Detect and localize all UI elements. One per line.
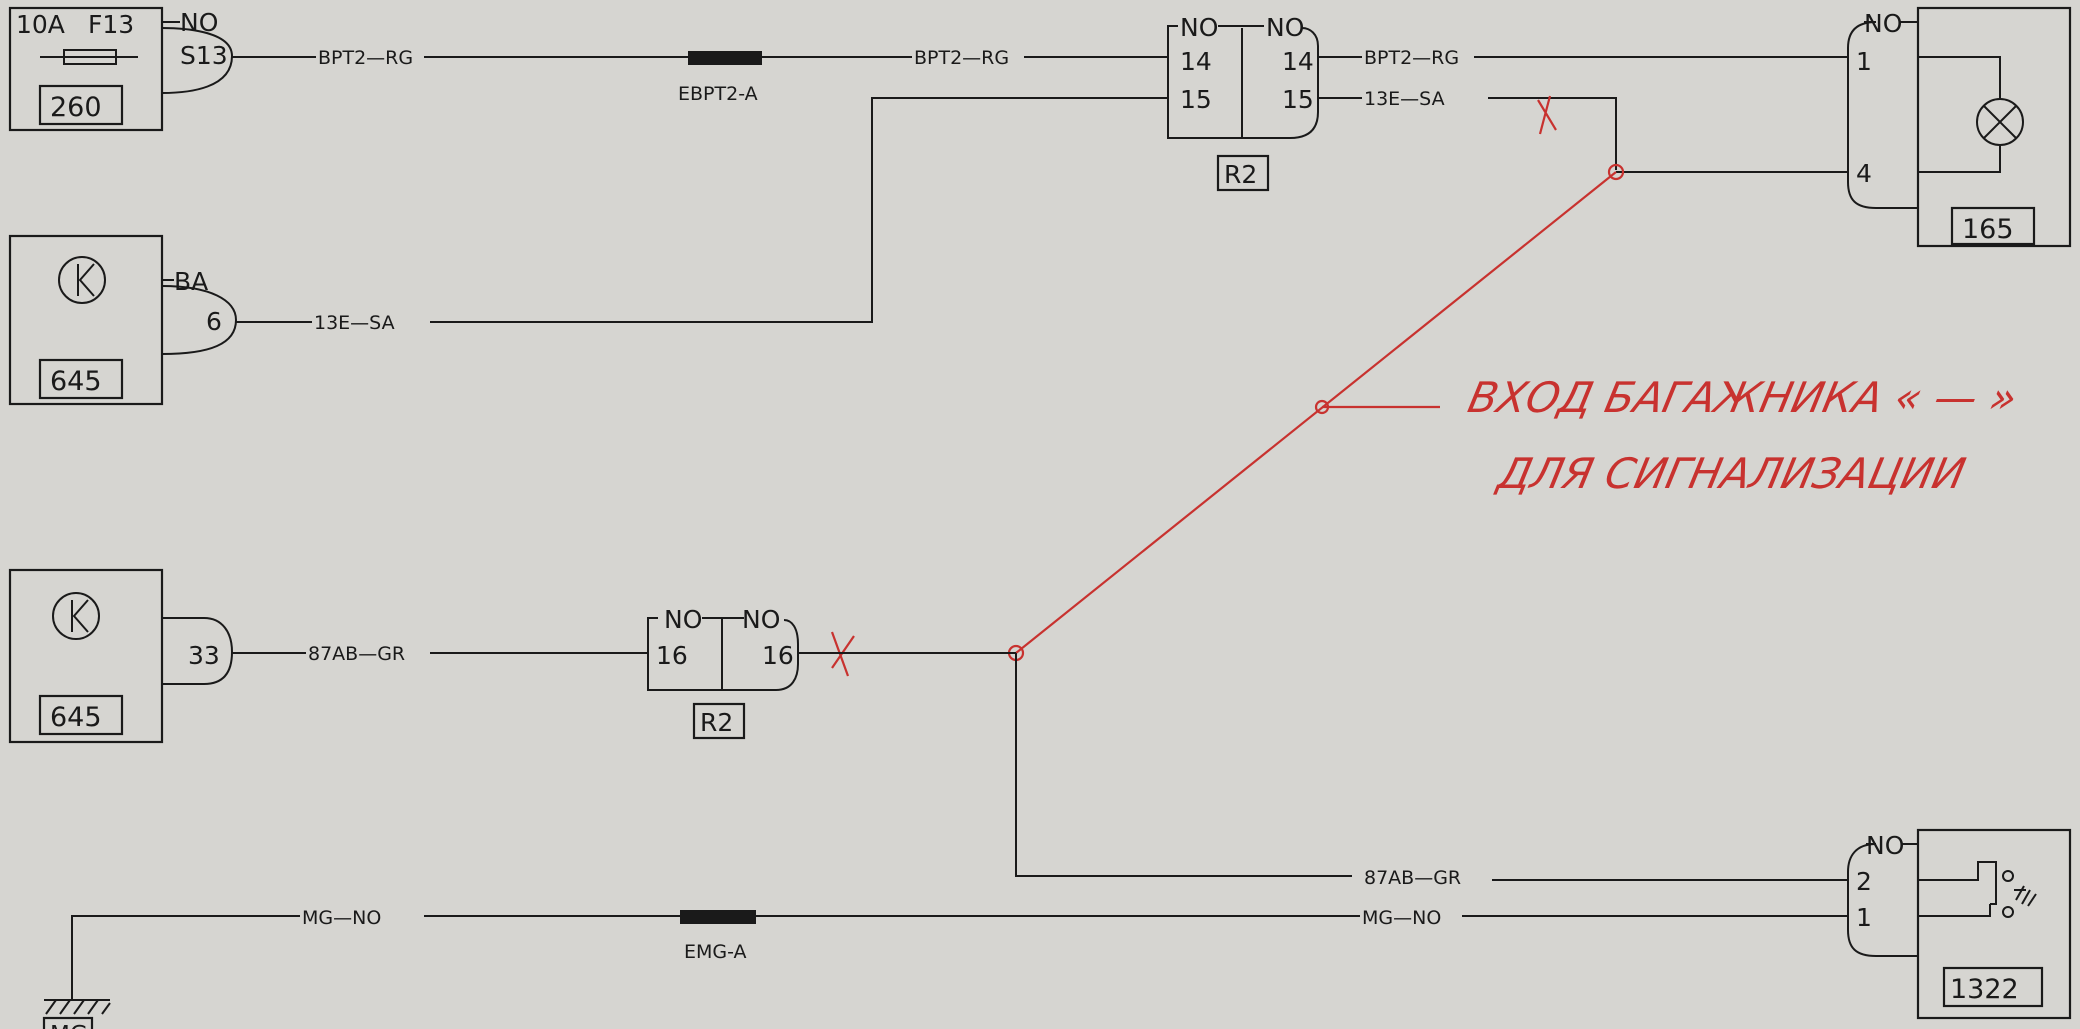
splice-ebpt2-a xyxy=(688,51,762,65)
switch-645-bottom-id: 645 xyxy=(50,702,102,733)
connector-r2-top: NO NO 14 15 14 15 R2 xyxy=(1167,13,1319,192)
switch-645-top-id: 645 xyxy=(50,366,102,397)
wire-label-w6: 87AB—GR xyxy=(308,643,405,665)
switch-1322-pin-1: 1 xyxy=(1856,903,1872,932)
bulb-icon xyxy=(1976,98,2024,146)
wire-label-w2: BPT2—RG xyxy=(914,47,1009,69)
wire-label-w5: 13E—SA xyxy=(314,312,395,334)
fuse-code: F13 xyxy=(88,10,134,39)
wire-label-w9: MG—NO xyxy=(1362,907,1441,929)
r2-top-left-tag: NO xyxy=(1180,13,1218,42)
limit-switch-icon xyxy=(1918,861,2037,918)
fuse-block-id: 260 xyxy=(50,92,102,123)
ground-label: MG xyxy=(50,1022,88,1029)
switch-1322-pin-2: 2 xyxy=(1856,867,1872,896)
r2-top-left-pin-14: 14 xyxy=(1180,47,1212,76)
lamp-id: 165 xyxy=(1962,214,2014,245)
switch-1322-id: 1322 xyxy=(1950,974,2019,1005)
switch-1322: NO 2 1 1322 xyxy=(1847,828,2072,1020)
r2-top-label: R2 xyxy=(1224,160,1257,189)
splice-emg-a xyxy=(680,910,756,924)
switch-645-top: 645 BA 6 xyxy=(8,234,238,406)
wire-label-w7: 87AB—GR xyxy=(1364,867,1461,889)
switch-645-bottom: 645 33 xyxy=(8,568,234,744)
splice-label-top: EBPT2-A xyxy=(678,83,758,105)
fuse-color-tag: NO xyxy=(180,8,218,37)
r2-bottom-label: R2 xyxy=(700,708,733,737)
r2-bottom-left-pin: 16 xyxy=(656,641,688,670)
wire-label-w4: 13E—SA xyxy=(1364,88,1445,110)
fuse-rating: 10A xyxy=(16,10,65,39)
lamp-pin-1: 1 xyxy=(1856,47,1872,76)
r2-bottom-left-tag: NO xyxy=(664,605,702,634)
annotation-line2: ДЛЯ СИГНАЛИЗАЦИИ xyxy=(1492,450,1970,498)
switch-symbol-icon xyxy=(58,256,106,304)
r2-top-right-tag: NO xyxy=(1266,13,1304,42)
wire-label-w8: MG—NO xyxy=(302,907,381,929)
lamp-color-tag: NO xyxy=(1864,9,1902,38)
splice-label-bottom: EMG-A xyxy=(684,941,747,963)
switch-645-top-pin: 6 xyxy=(206,307,222,336)
wire-label-w3: BPT2—RG xyxy=(1364,47,1459,69)
r2-bottom-right-pin: 16 xyxy=(762,641,794,670)
switch-645-bottom-pin: 33 xyxy=(188,641,220,670)
switch-symbol-icon xyxy=(52,592,100,640)
r2-top-right-pin-14: 14 xyxy=(1282,47,1314,76)
fuse-terminal: S13 xyxy=(180,41,228,70)
r2-top-right-pin-15: 15 xyxy=(1282,85,1314,114)
r2-bottom-right-tag: NO xyxy=(742,605,780,634)
lamp-165: NO 1 4 165 xyxy=(1847,6,2072,248)
red-annotation: ВХОД БАГАЖНИКА « — » ДЛЯ СИГНАЛИЗАЦИИ xyxy=(830,95,2021,677)
annotation-line1: ВХОД БАГАЖНИКА « — » xyxy=(1464,374,2021,422)
ground-symbol: MG xyxy=(42,915,300,1029)
wire-label-w1: BPT2—RG xyxy=(318,47,413,69)
r2-top-left-pin-15: 15 xyxy=(1180,85,1212,114)
switch-645-top-tag: BA xyxy=(174,267,208,296)
lamp-pin-4: 4 xyxy=(1856,159,1872,188)
fuse-block-260: 10A F13 260 NO S13 xyxy=(8,6,234,132)
connector-r2-bottom: NO NO 16 16 R2 xyxy=(647,605,799,740)
switch-1322-tag: NO xyxy=(1866,831,1904,860)
